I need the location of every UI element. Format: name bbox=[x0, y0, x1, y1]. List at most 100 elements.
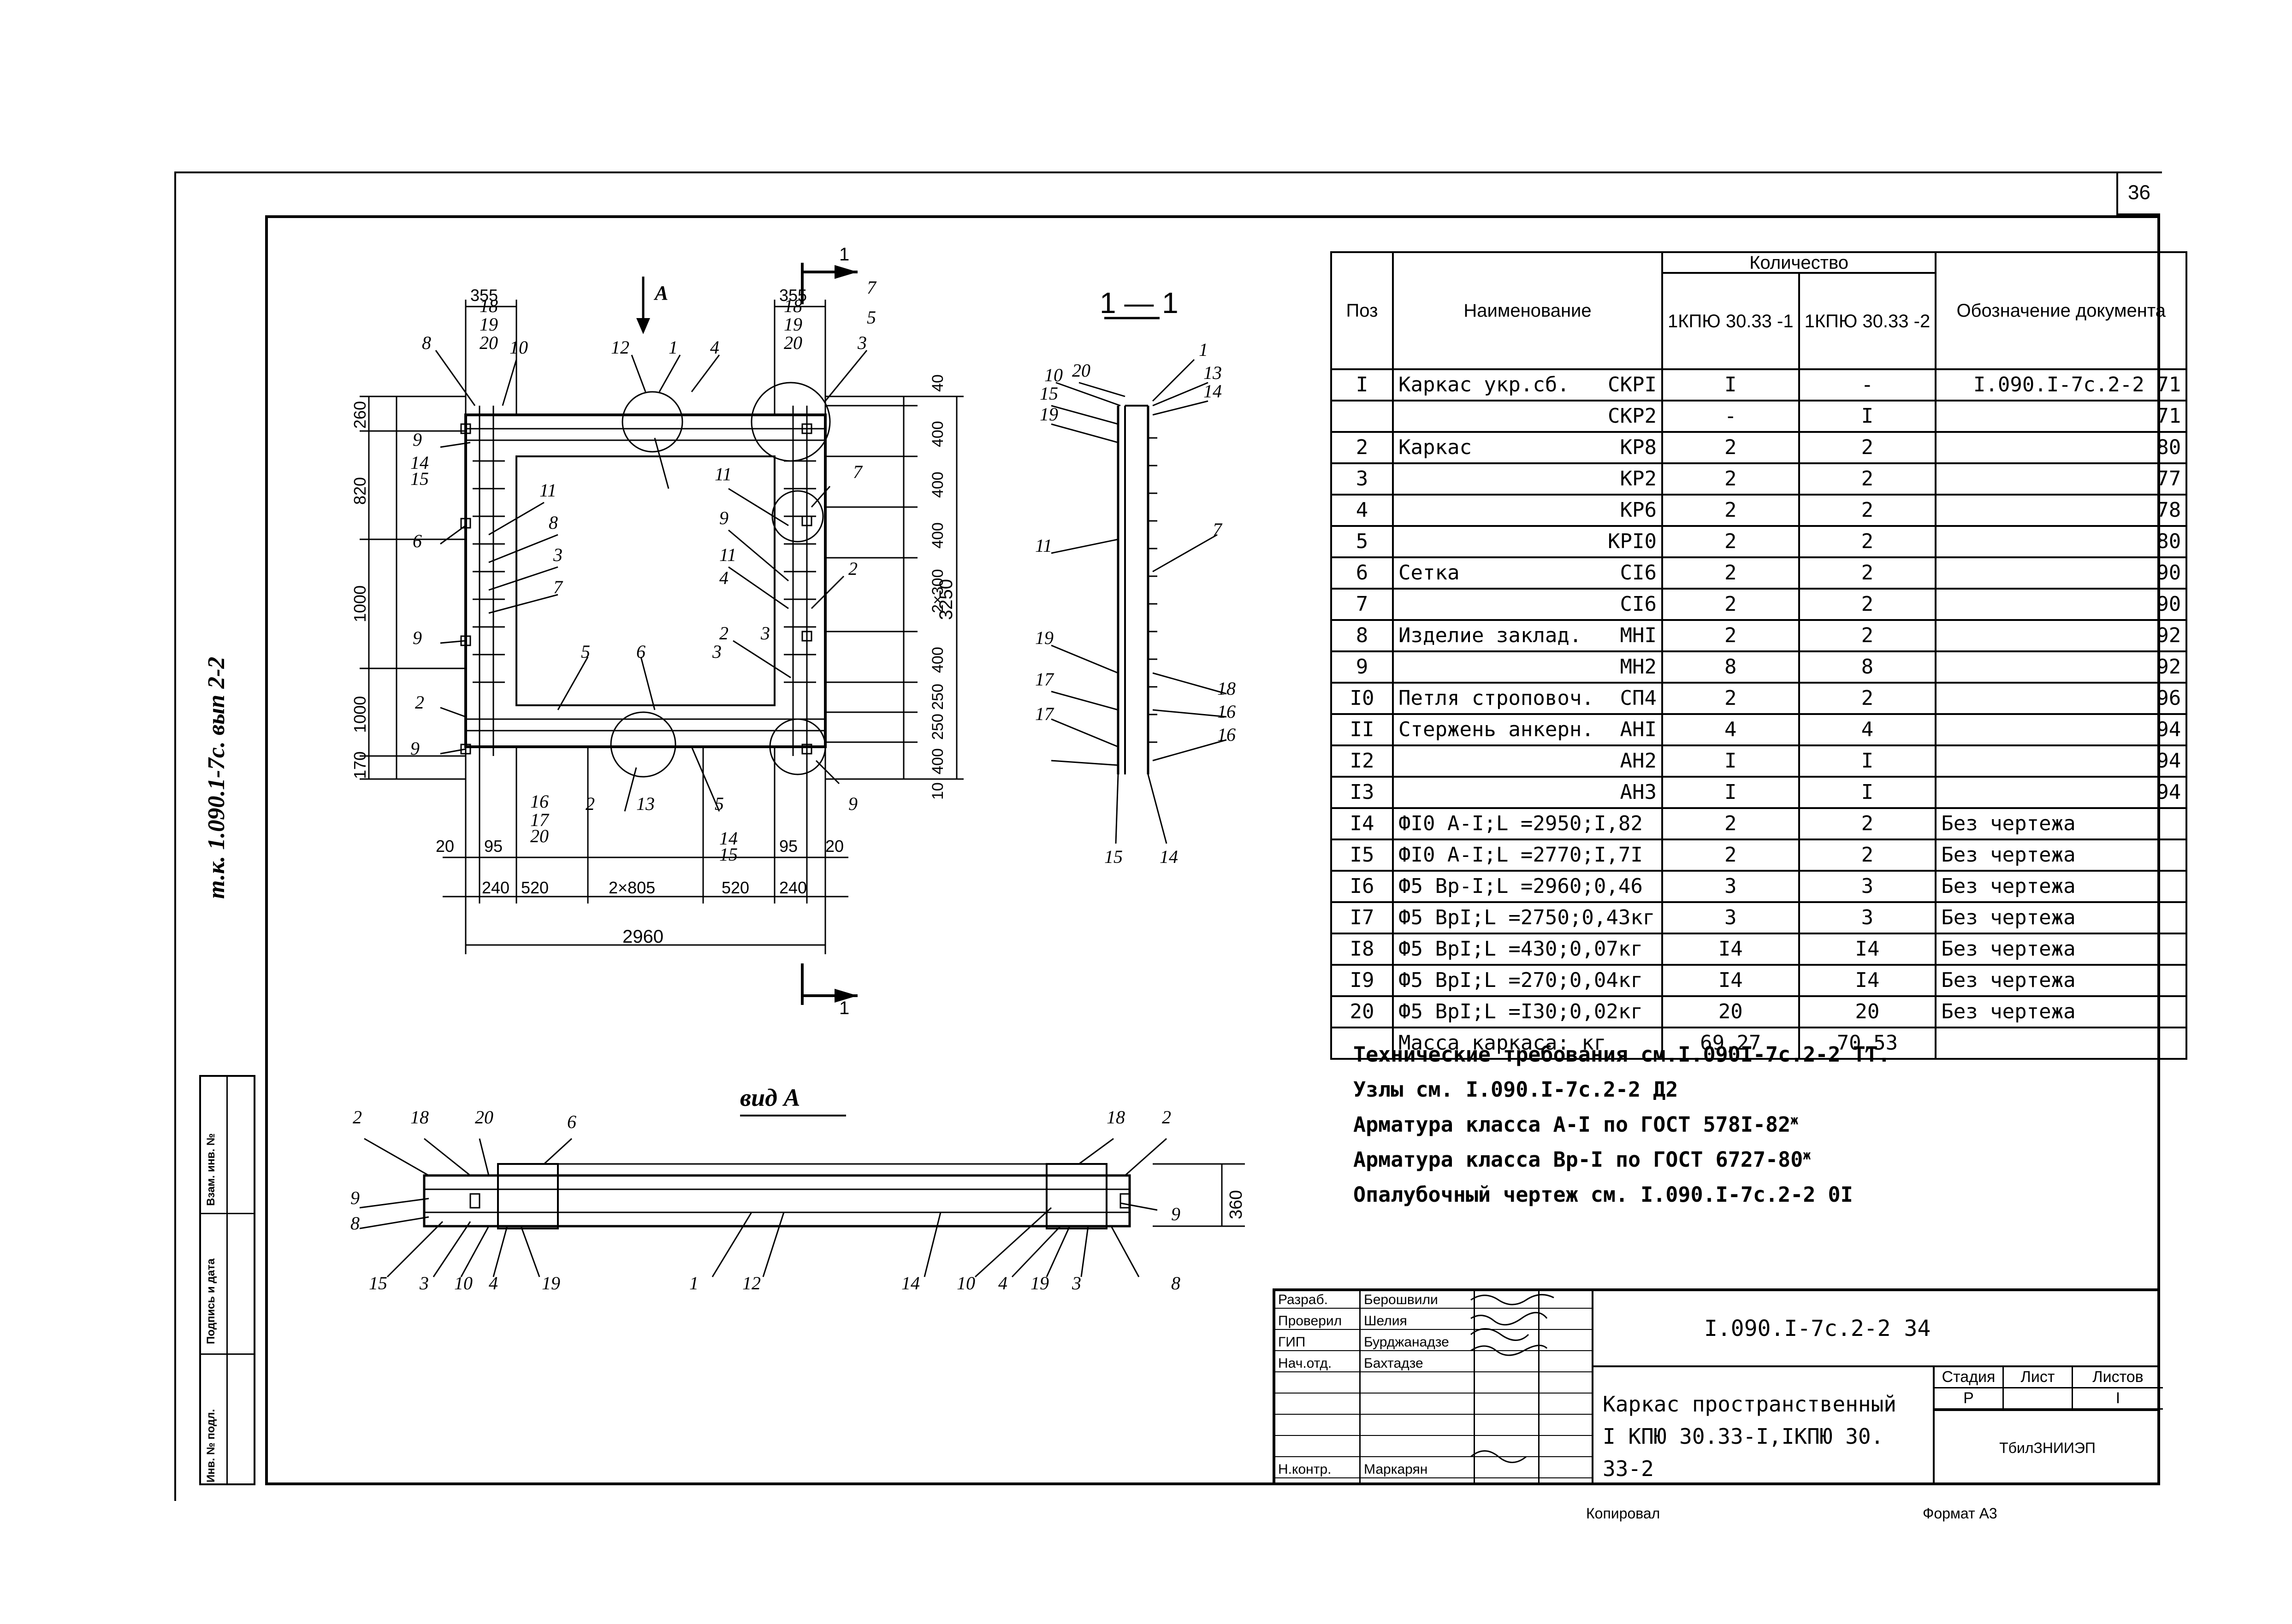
plan-position-marker: 4 bbox=[719, 567, 728, 588]
plan-position-marker: 2 bbox=[719, 623, 728, 644]
section-position-marker: 15 bbox=[1104, 846, 1123, 867]
spec-doc: 96 bbox=[1935, 682, 2188, 715]
signature-name: Берошвили bbox=[1364, 1292, 1438, 1307]
spec-q1: 2 bbox=[1661, 525, 1800, 558]
plan-position-marker: 11 bbox=[539, 480, 557, 501]
spec-pos: 2 bbox=[1330, 431, 1394, 464]
view-a bbox=[359, 1115, 1245, 1278]
section-position-marker: 14 bbox=[1160, 846, 1178, 867]
signature-row bbox=[1275, 1376, 1593, 1394]
plan-position-marker: 17 bbox=[530, 809, 549, 830]
spec-header-qty: Количество bbox=[1661, 251, 1937, 274]
stage-value: Р bbox=[1935, 1388, 2004, 1410]
plan-dim-top-right: 355 bbox=[779, 286, 807, 305]
spec-q2: 2 bbox=[1798, 682, 1937, 715]
spec-name: Ф5 ВрI;L =I30;0,02кг bbox=[1392, 995, 1663, 1028]
plan-dim-bottom-1: 20 bbox=[436, 837, 455, 856]
sheets-value: I bbox=[2073, 1388, 2163, 1410]
view-a-title: вид А bbox=[740, 1084, 800, 1111]
spec-q2: 3 bbox=[1798, 901, 1937, 934]
spec-q1: 2 bbox=[1661, 556, 1800, 590]
plan-dim-left-2: 820 bbox=[350, 477, 369, 505]
plan-dim-right-10: 10 bbox=[929, 782, 947, 800]
plan-dim-bottom-2: 95 bbox=[484, 837, 503, 856]
spec-q2: 2 bbox=[1798, 588, 1937, 621]
spec-q2: 8 bbox=[1798, 650, 1937, 684]
spec-doc: 90 bbox=[1935, 588, 2188, 621]
signature-role: Проверил bbox=[1278, 1313, 1342, 1329]
section-position-marker: 19 bbox=[1040, 404, 1058, 425]
spec-q1: 2 bbox=[1661, 462, 1800, 496]
spec-q1: 2 bbox=[1661, 494, 1800, 527]
spec-q1: 2 bbox=[1661, 431, 1800, 464]
view-a-position-marker: 2 bbox=[1162, 1107, 1171, 1128]
spec-pos: 7 bbox=[1330, 588, 1394, 621]
technical-notes: Технические требования см.I.090I-7с.2-2 … bbox=[1353, 1035, 1890, 1210]
view-a-position-marker: 12 bbox=[742, 1273, 761, 1293]
plan-position-marker: 5 bbox=[581, 641, 590, 662]
plan-position-marker: 9 bbox=[719, 508, 728, 528]
note-line: Арматура класса А-I по ГОСТ 578I-82ж bbox=[1353, 1112, 1799, 1137]
plan-position-marker: 15 bbox=[410, 468, 429, 489]
signature-row bbox=[1275, 1397, 1593, 1415]
section-position-marker: 17 bbox=[1035, 703, 1054, 724]
plan-position-marker: 14 bbox=[410, 452, 429, 473]
spec-name: Петля строповоч.СП4 bbox=[1392, 682, 1663, 715]
spec-name: ФI0 А-I;L =2770;I,7I bbox=[1392, 839, 1663, 872]
spec-q1: I bbox=[1661, 744, 1800, 778]
view-a-position-marker: 1 bbox=[689, 1273, 699, 1293]
plan-position-marker: 3 bbox=[858, 332, 867, 353]
plan-position-marker: 4 bbox=[710, 337, 719, 358]
plan-position-marker: 5 bbox=[867, 307, 876, 328]
plan-position-marker: 8 bbox=[422, 332, 431, 353]
spec-name: Ф5 ВрI;L =430;0,07кг bbox=[1392, 933, 1663, 966]
spec-pos bbox=[1330, 1027, 1394, 1060]
spec-q2: 4 bbox=[1798, 713, 1937, 746]
signature-row: Н.контр.Маркарян bbox=[1275, 1461, 1593, 1478]
spec-q1: - bbox=[1661, 400, 1800, 433]
signature-row: Разраб.Берошвили bbox=[1275, 1291, 1593, 1309]
spec-pos: I6 bbox=[1330, 870, 1394, 903]
spec-doc: 94 bbox=[1935, 776, 2188, 809]
view-a-dim: 360 bbox=[1226, 1190, 1246, 1219]
plan-dim-right-3: 400 bbox=[929, 472, 947, 498]
plan-position-marker: 6 bbox=[413, 531, 422, 551]
plan-dim-bottom-9: 20 bbox=[825, 837, 844, 856]
spec-pos: II bbox=[1330, 713, 1394, 746]
plan-position-marker: 19 bbox=[784, 314, 802, 335]
plan-dim-bottom-8: 95 bbox=[779, 837, 798, 856]
spec-header-doc: Обозначение документа bbox=[1935, 251, 2188, 370]
view-a-position-marker: 4 bbox=[489, 1273, 498, 1293]
spec-name: КРI0 bbox=[1392, 525, 1663, 558]
spec-q1: 2 bbox=[1661, 588, 1800, 621]
plan-position-marker: 3 bbox=[761, 623, 770, 644]
plan-position-marker: 8 bbox=[549, 512, 558, 533]
spec-q1: 2 bbox=[1661, 619, 1800, 652]
spec-doc: 92 bbox=[1935, 650, 2188, 684]
spec-pos: 4 bbox=[1330, 494, 1394, 527]
spec-doc: 80 bbox=[1935, 525, 2188, 558]
plan-position-marker: 7 bbox=[553, 577, 563, 597]
spec-q2: I bbox=[1798, 400, 1937, 433]
spec-header-name: Наименование bbox=[1392, 251, 1663, 370]
plan-position-marker: 3 bbox=[553, 544, 563, 565]
spec-q2: I4 bbox=[1798, 933, 1937, 966]
plan-position-marker: 2 bbox=[586, 793, 595, 814]
spec-pos bbox=[1330, 400, 1394, 433]
view-a-position-marker: 3 bbox=[420, 1273, 429, 1293]
spec-name: ФI0 А-I;L =2950;I,82 bbox=[1392, 807, 1663, 840]
spec-name: Каркас укр.сб.СКРI bbox=[1392, 368, 1663, 402]
spec-pos: I5 bbox=[1330, 839, 1394, 872]
view-arrow-label: А bbox=[655, 282, 669, 304]
spec-pos: 3 bbox=[1330, 462, 1394, 496]
plan-position-marker: 20 bbox=[530, 826, 549, 846]
